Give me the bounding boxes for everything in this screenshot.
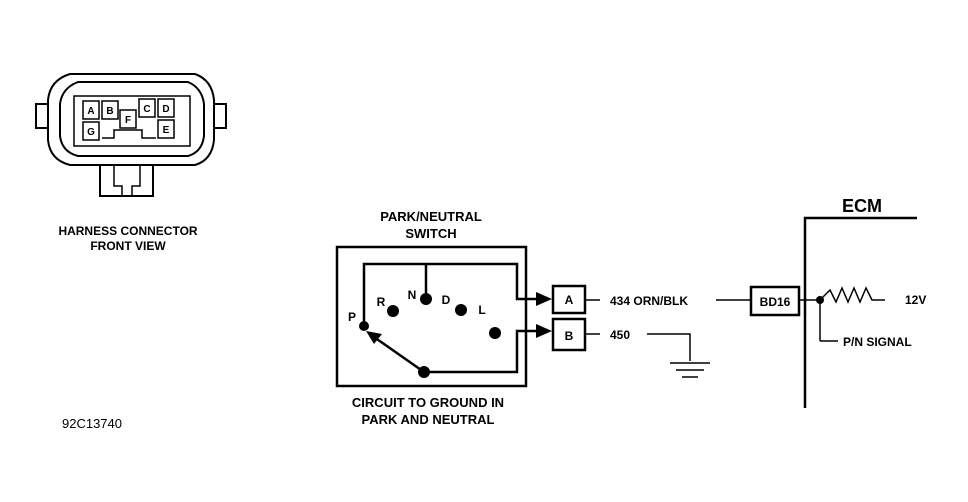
shift-position-labels: P R N D L — [348, 288, 486, 324]
ecm-internal-circuit — [799, 286, 885, 341]
pin-label-f: F — [125, 115, 131, 126]
contact-n — [420, 293, 432, 305]
pin-cavity-b — [101, 100, 119, 120]
pn-bus-wire — [362, 262, 536, 326]
switch-housing — [335, 245, 528, 388]
connector-inner-shell — [59, 81, 205, 157]
contact-r — [387, 305, 399, 317]
figure-id: 92C13740 — [62, 416, 122, 431]
switch-title-line2: SWITCH — [405, 226, 456, 241]
pin-cavity-g — [82, 121, 100, 141]
wire-450-label: 450 — [610, 328, 630, 342]
switch-caption-line2: PARK AND NEUTRAL — [362, 412, 495, 427]
terminal-a-arrow — [536, 292, 552, 306]
pin-cavity-e — [157, 119, 175, 139]
ecm-voltage-label: 12V — [905, 293, 926, 307]
pin-cavity-f — [119, 109, 137, 129]
pin-label-e: E — [163, 125, 170, 136]
contact-arm-arrowhead — [366, 331, 382, 344]
switch-internal-wiring — [362, 262, 536, 374]
ground-symbol — [670, 362, 710, 378]
pin-label-g: G — [87, 127, 95, 138]
wire-434-label: 434 ORN/BLK — [610, 294, 688, 308]
connector-inner-rim — [73, 95, 191, 147]
terminal-a-label: A — [565, 293, 574, 307]
connector-caption-line1: HARNESS CONNECTOR — [58, 224, 197, 238]
harness-connector — [35, 73, 227, 197]
ecm-junction-dot — [816, 296, 824, 304]
connector-key-ridge — [102, 129, 156, 139]
connector-outer-shell — [47, 73, 215, 166]
connector-pin-labels: A B C D E F G — [87, 104, 170, 138]
connector-left-latch — [35, 103, 49, 129]
contact-arm — [373, 335, 425, 374]
ecm-pin-label: BD16 — [760, 295, 791, 309]
position-label-d: D — [442, 293, 451, 307]
pin-label-a: A — [87, 106, 94, 117]
pullup-resistor — [819, 286, 885, 304]
ecm-boundary — [803, 216, 917, 408]
contact-l — [489, 327, 501, 339]
pin-label-d: D — [162, 104, 169, 115]
pin-label-b: B — [106, 106, 113, 117]
connector-tab-slot — [113, 165, 141, 196]
switch-caption-line1: CIRCUIT TO GROUND IN — [352, 395, 504, 410]
position-label-p: P — [348, 310, 356, 324]
ground-return-wire — [424, 329, 536, 374]
contact-p — [359, 321, 369, 331]
contact-d — [455, 304, 467, 316]
position-label-l: L — [478, 303, 485, 317]
ecm-module — [803, 216, 917, 408]
connector-caption-line2: FRONT VIEW — [90, 239, 166, 253]
connector-bottom-tab — [99, 165, 154, 197]
pin-cavity-c — [138, 98, 156, 118]
position-label-r: R — [377, 295, 386, 309]
terminal-b-arrow — [536, 324, 552, 338]
switch-title-line1: PARK/NEUTRAL — [380, 209, 482, 224]
ecm-signal-label: P/N SIGNAL — [843, 335, 912, 349]
wire-450-to-ground — [647, 333, 691, 361]
pin-cavity-a — [82, 100, 100, 120]
ecm-title: ECM — [842, 196, 882, 216]
pin-cavity-d — [157, 98, 175, 118]
ecm-pin-box — [749, 285, 801, 317]
external-wiring — [585, 299, 751, 361]
position-label-n: N — [408, 288, 417, 302]
connector-right-latch — [213, 103, 227, 129]
terminal-b-label: B — [565, 329, 574, 343]
pin-label-c: C — [143, 104, 150, 115]
